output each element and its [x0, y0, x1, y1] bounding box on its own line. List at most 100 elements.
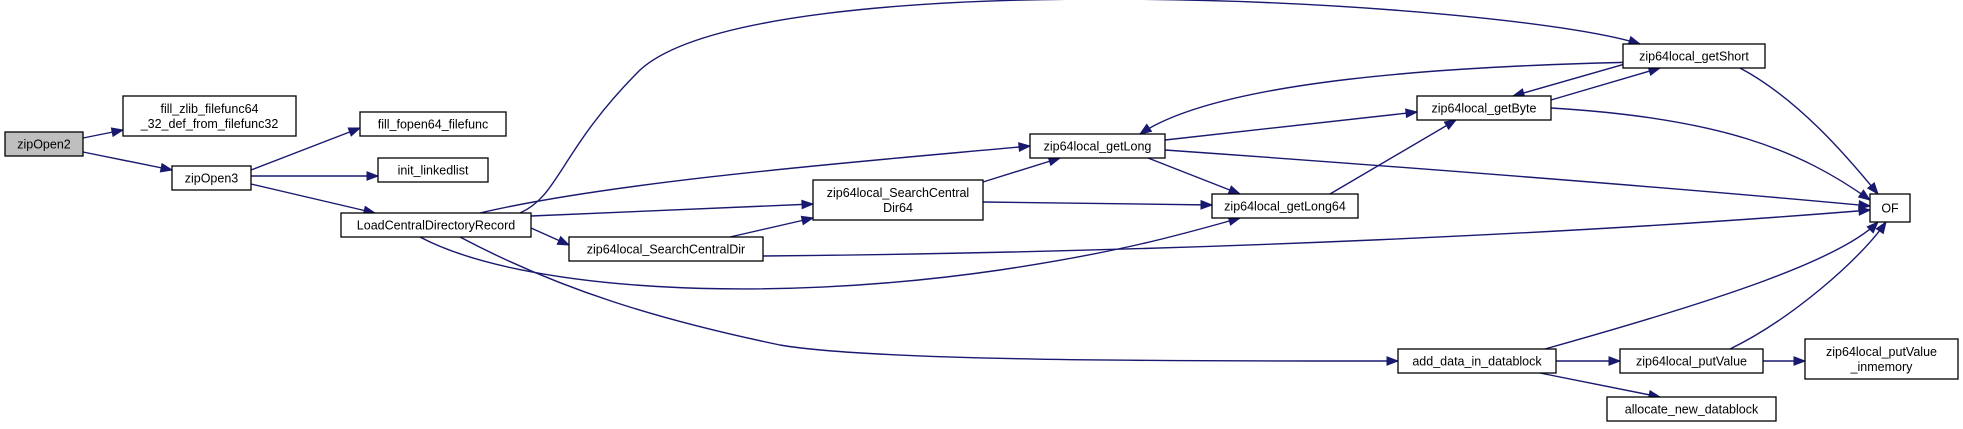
edge-LoadCentralDirectoryRecord-to-SearchCentralDir64 — [530, 199, 815, 217]
edge-zipOpen3-to-LoadCentralDirectoryRecord — [250, 183, 377, 216]
edge-getLong-to-getByte — [1164, 108, 1419, 141]
node-box[interactable] — [1397, 348, 1557, 374]
node-box[interactable] — [359, 111, 507, 137]
edge-LoadCentralDirectoryRecord-to-add_data_in_datablock — [459, 236, 1400, 366]
edge-line — [1164, 149, 1871, 207]
node-box[interactable] — [122, 95, 297, 137]
edge-getByte-to-OF — [1550, 107, 1872, 201]
arrowhead-icon — [1443, 119, 1458, 131]
node-getShort[interactable]: zip64local_getShort — [1622, 43, 1766, 69]
edge-SearchCentralDir64-to-getLong64 — [982, 199, 1214, 210]
edge-line — [982, 201, 1213, 206]
edge-line — [1147, 157, 1241, 195]
node-getLong[interactable]: zip64local_getLong — [1029, 133, 1166, 159]
edge-line — [1729, 221, 1887, 350]
node-box[interactable] — [340, 212, 532, 238]
node-putValue_inmemory[interactable]: zip64local_putValue_inmemory — [1804, 338, 1959, 380]
node-OF[interactable]: OF — [1869, 193, 1911, 223]
node-box[interactable] — [4, 131, 84, 157]
node-label: zipOpen3 — [185, 172, 239, 186]
arrowhead-icon — [800, 215, 815, 226]
node-label: zip64local_SearchCentralDir — [587, 243, 745, 257]
edge-zipOpen2-to-fill_zlib — [82, 127, 125, 139]
arrowhead-icon — [556, 235, 571, 246]
node-box[interactable] — [1029, 133, 1166, 159]
node-box[interactable] — [1211, 193, 1359, 219]
arrowhead-icon — [801, 199, 815, 210]
arrowhead-icon — [1200, 199, 1214, 210]
node-fill_fopen64[interactable]: fill_fopen64_filefunc — [359, 111, 507, 137]
edge-add_data_in_datablock-to-OF — [1544, 221, 1879, 350]
edge-line — [1550, 107, 1871, 201]
node-fill_zlib[interactable]: fill_zlib_filefunc64_32_def_from_filefun… — [122, 95, 297, 137]
arrowhead-icon — [1866, 221, 1879, 234]
edge-LoadCentralDirectoryRecord-to-getLong — [479, 142, 1032, 214]
edge-line — [1164, 111, 1418, 141]
node-getLong64[interactable]: zip64local_getLong64 — [1211, 193, 1359, 219]
node-box[interactable] — [1622, 43, 1766, 69]
node-getByte[interactable]: zip64local_getByte — [1416, 95, 1552, 121]
node-zipOpen3[interactable]: zipOpen3 — [171, 165, 252, 191]
arrowhead-icon — [1793, 356, 1807, 366]
edge-getLong64-to-getByte — [1329, 119, 1458, 195]
node-label: fill_zlib_filefunc64 — [161, 102, 259, 116]
call-edges — [82, 0, 1887, 400]
edge-line — [250, 127, 361, 171]
node-box[interactable] — [1619, 348, 1764, 374]
edge-zipOpen3-to-init_linkedlist — [251, 171, 380, 181]
node-box[interactable] — [1606, 396, 1777, 422]
edge-line — [82, 151, 173, 171]
node-box[interactable] — [568, 236, 764, 262]
edge-line — [1539, 372, 1661, 398]
edge-line — [762, 209, 1871, 257]
node-label: _32_def_from_filefunc32 — [140, 117, 279, 131]
node-box[interactable] — [171, 165, 252, 191]
arrowhead-icon — [1857, 189, 1872, 201]
edge-putValue-to-putValue_inmemory — [1763, 356, 1807, 366]
edge-line — [479, 145, 1031, 214]
node-label: zip64local_SearchCentral — [827, 186, 969, 200]
edge-line — [519, 0, 1641, 214]
node-add_data_in_datablock[interactable]: add_data_in_datablock — [1397, 348, 1557, 374]
call-nodes: zipOpen2 fill_zlib_filefunc64_32_def_from… — [4, 43, 1959, 422]
node-label: allocate_new_datablock — [1625, 403, 1759, 417]
node-label: zip64local_getShort — [1639, 50, 1749, 64]
edge-line — [250, 183, 376, 214]
node-box[interactable] — [1804, 338, 1959, 380]
node-box[interactable] — [812, 179, 984, 221]
node-LoadCentralDirectoryRecord[interactable]: LoadCentralDirectoryRecord — [340, 212, 532, 238]
edge-line — [530, 203, 814, 217]
arrowhead-icon — [1138, 123, 1153, 135]
node-label: init_linkedlist — [398, 164, 469, 178]
edge-SearchCentralDir64-to-getLong — [982, 156, 1062, 183]
edge-line — [1139, 61, 1641, 135]
node-box[interactable] — [377, 157, 489, 183]
node-box[interactable] — [1416, 95, 1552, 121]
node-label: LoadCentralDirectoryRecord — [357, 219, 515, 233]
node-label: zipOpen2 — [17, 138, 71, 152]
arrowhead-icon — [366, 171, 380, 181]
node-putValue[interactable]: zip64local_putValue — [1619, 348, 1764, 374]
node-init_linkedlist[interactable]: init_linkedlist — [377, 157, 489, 183]
node-label: OF — [1881, 202, 1899, 216]
arrowhead-icon — [1227, 185, 1242, 195]
node-label: fill_fopen64_filefunc — [378, 118, 489, 132]
edge-getByte-to-getShort — [1550, 66, 1662, 101]
edge-line — [459, 236, 1399, 362]
arrowhead-icon — [1608, 356, 1622, 366]
node-SearchCentralDir[interactable]: zip64local_SearchCentralDir — [568, 236, 764, 262]
node-label: add_data_in_datablock — [1412, 355, 1542, 369]
edge-LoadCentralDirectoryRecord-to-getLong64 — [419, 216, 1242, 290]
node-zipOpen2[interactable]: zipOpen2 — [4, 131, 84, 157]
node-box[interactable] — [1869, 193, 1911, 223]
edge-getShort-to-getLong — [1138, 61, 1641, 135]
edge-line — [1544, 221, 1879, 350]
arrowhead-icon — [1386, 356, 1400, 366]
node-allocate_new_datablock[interactable]: allocate_new_datablock — [1606, 396, 1777, 422]
edge-getLong-to-getLong64 — [1147, 157, 1242, 195]
arrowhead-icon — [1018, 142, 1032, 152]
edge-putValue-to-OF — [1729, 220, 1887, 350]
edge-line — [729, 217, 814, 238]
